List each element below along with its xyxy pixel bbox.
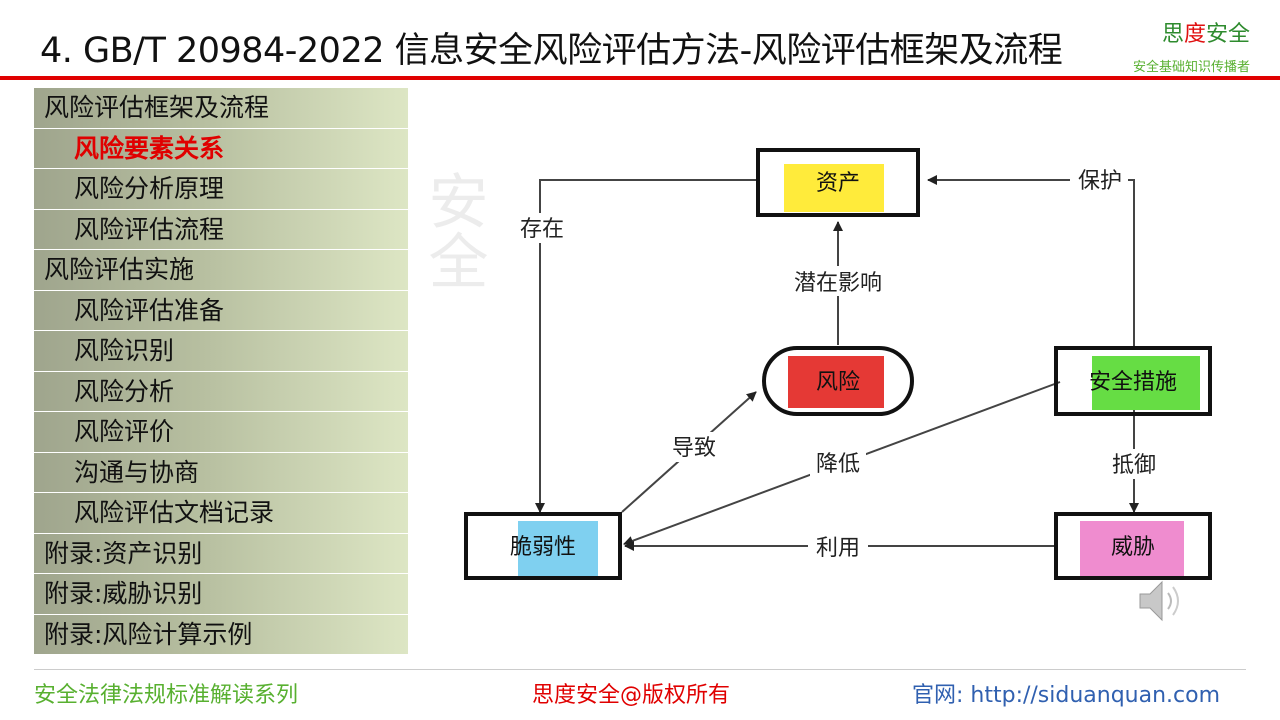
label-exist: 存在 [520, 217, 564, 242]
label-potential-impact: 潜在影响 [794, 271, 882, 296]
brand-part1: 思 [1161, 22, 1184, 47]
edge-exist [535, 179, 758, 513]
node-asset: 资产 [816, 171, 860, 196]
node-vulnerability: 脆弱性 [510, 535, 576, 560]
vuln-fill [518, 521, 598, 579]
measure-fill [1092, 356, 1200, 410]
threat-fill [1080, 521, 1184, 579]
outline-menu-item[interactable]: 风险评估框架及流程 [34, 88, 408, 129]
outline-menu-item[interactable]: 风险识别 [34, 331, 408, 372]
speaker-icon[interactable] [1138, 578, 1188, 624]
label-exploit: 利用 [816, 536, 860, 561]
outline-menu-item[interactable]: 风险评估流程 [34, 209, 408, 250]
page-title: 4. GB/T 20984-2022 信息安全风险评估方法-风险评估框架及流程 [40, 31, 1063, 71]
edge-protect [927, 175, 1135, 348]
label-resist: 抵御 [1112, 453, 1156, 478]
outline-menu-item[interactable]: 风险分析 [34, 371, 408, 412]
watermark: 安全 [418, 170, 488, 290]
security-measures-box [1054, 346, 1212, 416]
label-cause: 导致 [672, 436, 716, 461]
outline-menu-item[interactable]: 风险评估文档记录 [34, 493, 408, 534]
outline-menu-item[interactable]: 沟通与协商 [34, 452, 408, 493]
footer-website: 官网: http://siduanquan.com [912, 683, 1221, 708]
node-security-measures: 安全措施 [1089, 370, 1177, 395]
risk-fill [788, 356, 884, 408]
outline-menu-item[interactable]: 附录:风险计算示例 [34, 614, 408, 655]
footer-divider [34, 669, 1246, 670]
risk-element-diagram: 资产 风险 安全措施 脆弱性 威胁 存在 保护 潜在影响 导致 降低 抵御 利用 [464, 148, 1212, 580]
outline-menu-item[interactable]: 风险分析原理 [34, 169, 408, 210]
asset-box [756, 148, 920, 217]
outline-menu-item[interactable]: 风险评估准备 [34, 290, 408, 331]
outline-menu-item[interactable]: 风险要素关系 [34, 128, 408, 169]
label-reduce: 降低 [816, 452, 860, 477]
node-threat: 威胁 [1111, 535, 1155, 560]
footer-series: 安全法律法规标准解读系列 [34, 683, 299, 708]
node-risk: 风险 [816, 370, 860, 395]
asset-fill [784, 164, 884, 212]
risk-box [762, 346, 914, 416]
brand-tagline: 安全基础知识传播者 [1132, 60, 1250, 75]
brand-part2: 度 [1183, 22, 1206, 47]
outline-menu-item[interactable]: 附录:资产识别 [34, 533, 408, 574]
threat-box [1054, 512, 1212, 580]
outline-menu-item[interactable]: 风险评价 [34, 412, 408, 453]
brand-part3: 安全 [1205, 22, 1250, 47]
vulnerability-box [464, 512, 622, 580]
header-divider [0, 76, 1280, 80]
outline-menu: 风险评估框架及流程风险要素关系风险分析原理风险评估流程风险评估实施风险评估准备风… [34, 88, 408, 655]
outline-menu-item[interactable]: 附录:威胁识别 [34, 574, 408, 615]
outline-menu-item[interactable]: 风险评估实施 [34, 250, 408, 291]
label-protect: 保护 [1078, 169, 1122, 194]
footer-copyright: 思度安全@版权所有 [532, 683, 731, 708]
brand-logo: 思度安全 安全基础知识传播者 [1133, 16, 1250, 75]
